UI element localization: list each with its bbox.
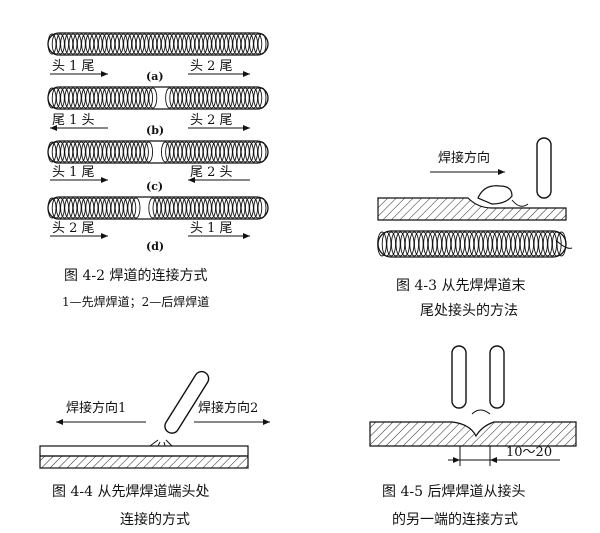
fig43-bead-row [377, 230, 567, 258]
fig43-direction-label: 焊接方向 [438, 150, 490, 166]
fig45-arc-trace [471, 409, 491, 415]
fig42-bead-row-a [47, 32, 269, 56]
fig42-row-c-right-arrowhead [188, 177, 195, 183]
fig45-electrode-right [489, 345, 505, 409]
fig45-electrode-left [451, 345, 467, 409]
fig42-row-c-right-label: 尾 2 头 [190, 165, 233, 180]
fig45-plate-section [369, 421, 577, 447]
fig42-bead-row-b [47, 86, 269, 110]
fig44-caption-line1: 图 4-4 从先焊焊道端头处 [52, 484, 209, 500]
fig44-direction2-arrowhead [263, 419, 270, 425]
fig42-row-d-right-arrowhead [243, 233, 250, 239]
fig42-caption: 图 4-2 焊道的连接方式 [64, 267, 207, 284]
fig42-row-b-right-arrowhead [243, 125, 250, 131]
fig44-bead [39, 445, 249, 457]
fig42-row-a-right-arrowhead [243, 71, 250, 77]
fig42-row-b-left-arrowhead [50, 125, 57, 131]
fig45-caption-line1: 图 4-5 后焊焊道从接头 [382, 483, 525, 500]
fig43-caption-line1: 图 4-3 从先焊焊道末 [396, 278, 525, 294]
fig42-bead-row-d [47, 196, 269, 220]
fig44-direction1-label: 焊接方向1 [66, 400, 126, 416]
fig42-sub-d: (d) [146, 240, 164, 253]
fig42-row-d-right-label: 头 1 尾 [190, 221, 233, 236]
fig44-direction2-label: 焊接方向2 [198, 400, 258, 416]
fig42-row-a-left-label: 头 1 尾 [52, 59, 95, 74]
fig42-sub-c: (c) [146, 180, 163, 193]
fig45-dim-arrow-left [453, 457, 460, 463]
fig45-dim-arrow-right [490, 457, 497, 463]
fig42-caption-legend: 1—先焊焊道；2—后焊焊道 [62, 294, 209, 309]
fig43-arc-trace [511, 199, 529, 207]
fig44-caption-line2: 连接的方式 [120, 511, 190, 528]
fig42-row-a-right-label: 头 2 尾 [190, 59, 233, 74]
fig43-electrode [536, 137, 552, 199]
fig42-bead-row-c [47, 140, 269, 164]
fig42-row-b-left-label: 尾 1 头 [52, 113, 95, 128]
fig42-row-c-left-arrowhead [101, 177, 108, 183]
fig42-row-d-left-arrowhead [101, 233, 108, 239]
fig43-plate-section [377, 197, 567, 221]
fig45-dimension: 10～20 [506, 445, 552, 460]
fig44-electrode [164, 370, 210, 434]
fig45-caption-line2: 的另一端的连接方式 [392, 511, 518, 528]
fig42-row-c-left-label: 头 1 尾 [52, 165, 95, 180]
fig42-row-a-left-arrowhead [101, 71, 108, 77]
fig42-sub-b: (b) [146, 124, 164, 137]
fig43-direction-arrowhead [498, 169, 505, 175]
fig43-crater [477, 185, 513, 205]
fig42-row-b-right-label: 头 2 尾 [190, 113, 233, 128]
fig42-sub-a: (a) [146, 70, 164, 83]
fig43-end-arc [555, 239, 573, 249]
fig44-plate-section [39, 455, 249, 469]
fig42-row-d-left-label: 头 2 尾 [52, 221, 95, 236]
fig43-caption-line2: 尾处接头的方法 [420, 302, 518, 319]
fig44-direction1-arrowhead [56, 419, 63, 425]
